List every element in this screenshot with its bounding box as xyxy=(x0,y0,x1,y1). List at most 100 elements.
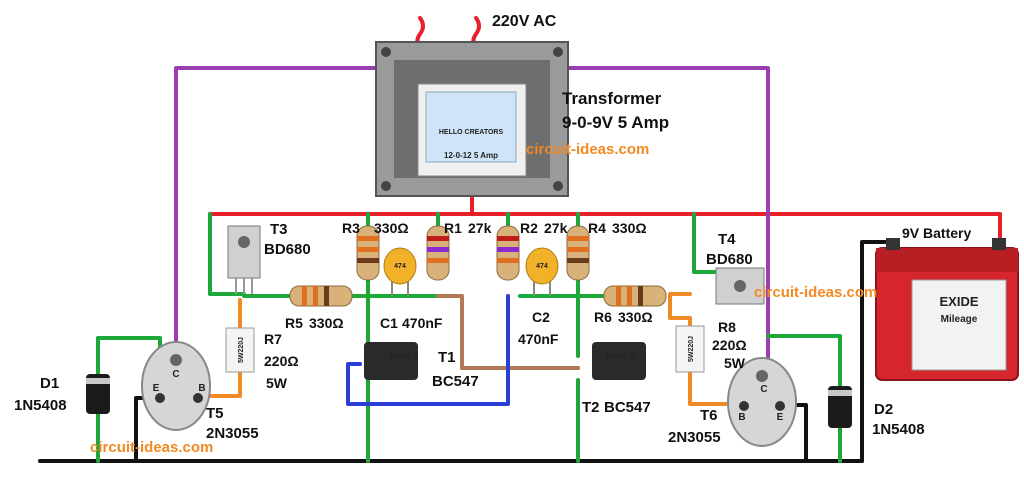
t4-part: BD680 xyxy=(706,251,753,268)
svg-text:C: C xyxy=(172,369,179,380)
c1-name: C1 xyxy=(380,315,398,331)
svg-text:E: E xyxy=(153,383,160,394)
battery-terminal-pos xyxy=(992,238,1006,250)
watermark-top: circuit-ideas.com xyxy=(526,141,649,158)
r6-name: R6 xyxy=(594,309,612,325)
r8-bottom-lead xyxy=(688,370,740,406)
battery-model: Mileage xyxy=(941,314,978,325)
r7-power: 5W xyxy=(266,375,288,391)
transformer-sticker xyxy=(425,91,517,163)
wires xyxy=(38,16,1002,463)
svg-text:E: E xyxy=(777,412,784,423)
cross-couple-blue xyxy=(346,294,510,406)
transistor-t4 xyxy=(715,267,765,305)
transformer: HELLO CREATORS 12-0-12 5 Amp xyxy=(375,41,569,197)
r1-value: 27k xyxy=(468,220,492,236)
t6-part: 2N3055 xyxy=(668,429,721,446)
capacitor-c2: 474 xyxy=(525,247,559,296)
labels: 220V AC Transformer 9-0-9V 5 Amp 9V Batt… xyxy=(14,13,971,456)
resistor-r2 xyxy=(496,225,520,281)
r6-value: 330Ω xyxy=(618,309,653,325)
t4-name: T4 xyxy=(718,231,736,248)
transistor-t2: BC547 C xyxy=(592,342,646,380)
r1-name: R1 xyxy=(444,220,462,236)
d2-link xyxy=(766,334,842,388)
t5-name: T5 xyxy=(206,405,224,422)
t3-rail-link xyxy=(208,212,246,296)
svg-text:C: C xyxy=(760,384,767,395)
transformer-rating: 9-0-9V 5 Amp xyxy=(562,113,669,132)
d1-part: 1N5408 xyxy=(14,397,67,414)
t4-rail-link xyxy=(692,212,722,274)
r3-value: 330Ω xyxy=(374,220,409,236)
battery-label-panel xyxy=(911,279,1007,371)
t6-name: T6 xyxy=(700,407,718,424)
sticker-brand: HELLO CREATORS xyxy=(439,129,504,136)
battery-label: 9V Battery xyxy=(902,225,971,241)
c1-value: 470nF xyxy=(402,315,443,331)
d1-name: D1 xyxy=(40,375,59,392)
r8-lead xyxy=(668,292,692,328)
r8-value: 220Ω xyxy=(712,337,747,353)
r8-name: R8 xyxy=(718,319,736,335)
c2-value: 470nF xyxy=(518,331,559,347)
transistor-t3 xyxy=(227,225,261,294)
diode-d2 xyxy=(828,386,852,428)
t3-part: BD680 xyxy=(264,241,311,258)
bolt-bottom-right xyxy=(553,181,563,191)
d2-part: 1N5408 xyxy=(872,421,925,438)
r7-value: 220Ω xyxy=(264,353,299,369)
watermark-right: circuit-ideas.com xyxy=(754,284,877,301)
battery-terminal-neg xyxy=(886,238,900,250)
transistor-t6: C B E xyxy=(727,357,797,447)
battery: EXIDE Mileage xyxy=(875,238,1019,381)
battery-brand: EXIDE xyxy=(939,294,978,309)
svg-text:474: 474 xyxy=(536,263,548,270)
power-resistor-r8: 5W220J xyxy=(675,325,705,373)
secondary-right-wire xyxy=(498,66,770,376)
t5-part: 2N3055 xyxy=(206,425,259,442)
resistor-r5 xyxy=(289,285,353,307)
r2-name: R2 xyxy=(520,220,538,236)
c2-name: C2 xyxy=(532,309,550,325)
power-resistor-r7: 5W220J xyxy=(225,327,255,373)
r7-bottom-lead xyxy=(204,370,242,398)
svg-text:5W220J: 5W220J xyxy=(238,337,245,363)
resistor-r1 xyxy=(426,225,450,281)
svg-text:B: B xyxy=(198,383,205,394)
r4-value: 330Ω xyxy=(612,220,647,236)
t2-part: BC547 xyxy=(604,399,651,416)
transistor-t5: C E B xyxy=(141,341,211,431)
transistor-t1: BC547 C xyxy=(364,342,418,380)
svg-text:BC547 C: BC547 C xyxy=(390,353,419,360)
capacitor-c1: 474 xyxy=(383,247,417,296)
r5-value: 330Ω xyxy=(309,315,344,331)
diode-d1 xyxy=(86,374,110,414)
t1-name: T1 xyxy=(438,349,456,366)
svg-text:5W220J: 5W220J xyxy=(688,336,695,362)
d2-name: D2 xyxy=(874,401,893,418)
battery-negative-wire xyxy=(860,240,890,463)
svg-text:BC547 C: BC547 C xyxy=(606,353,635,360)
watermark-bottom: circuit-ideas.com xyxy=(90,439,213,456)
r5-name: R5 xyxy=(285,315,303,331)
resistor-r6 xyxy=(603,285,667,307)
svg-text:474: 474 xyxy=(394,263,406,270)
battery-lid xyxy=(876,248,1018,272)
transformer-title: Transformer xyxy=(562,89,662,108)
bolt-top-right xyxy=(553,47,563,57)
svg-text:B: B xyxy=(738,412,745,423)
t2-name: T2 xyxy=(582,399,600,416)
bolt-top-left xyxy=(381,47,391,57)
resistor-r3 xyxy=(356,225,380,281)
r4-name: R4 xyxy=(588,220,606,236)
r2-value: 27k xyxy=(544,220,568,236)
bolt-bottom-left xyxy=(381,181,391,191)
sticker-note: 12-0-12 5 Amp xyxy=(444,151,498,160)
secondary-left-wire xyxy=(174,66,422,362)
r7-name: R7 xyxy=(264,331,282,347)
supply-label: 220V AC xyxy=(492,13,557,30)
r3-name: R3 xyxy=(342,220,360,236)
